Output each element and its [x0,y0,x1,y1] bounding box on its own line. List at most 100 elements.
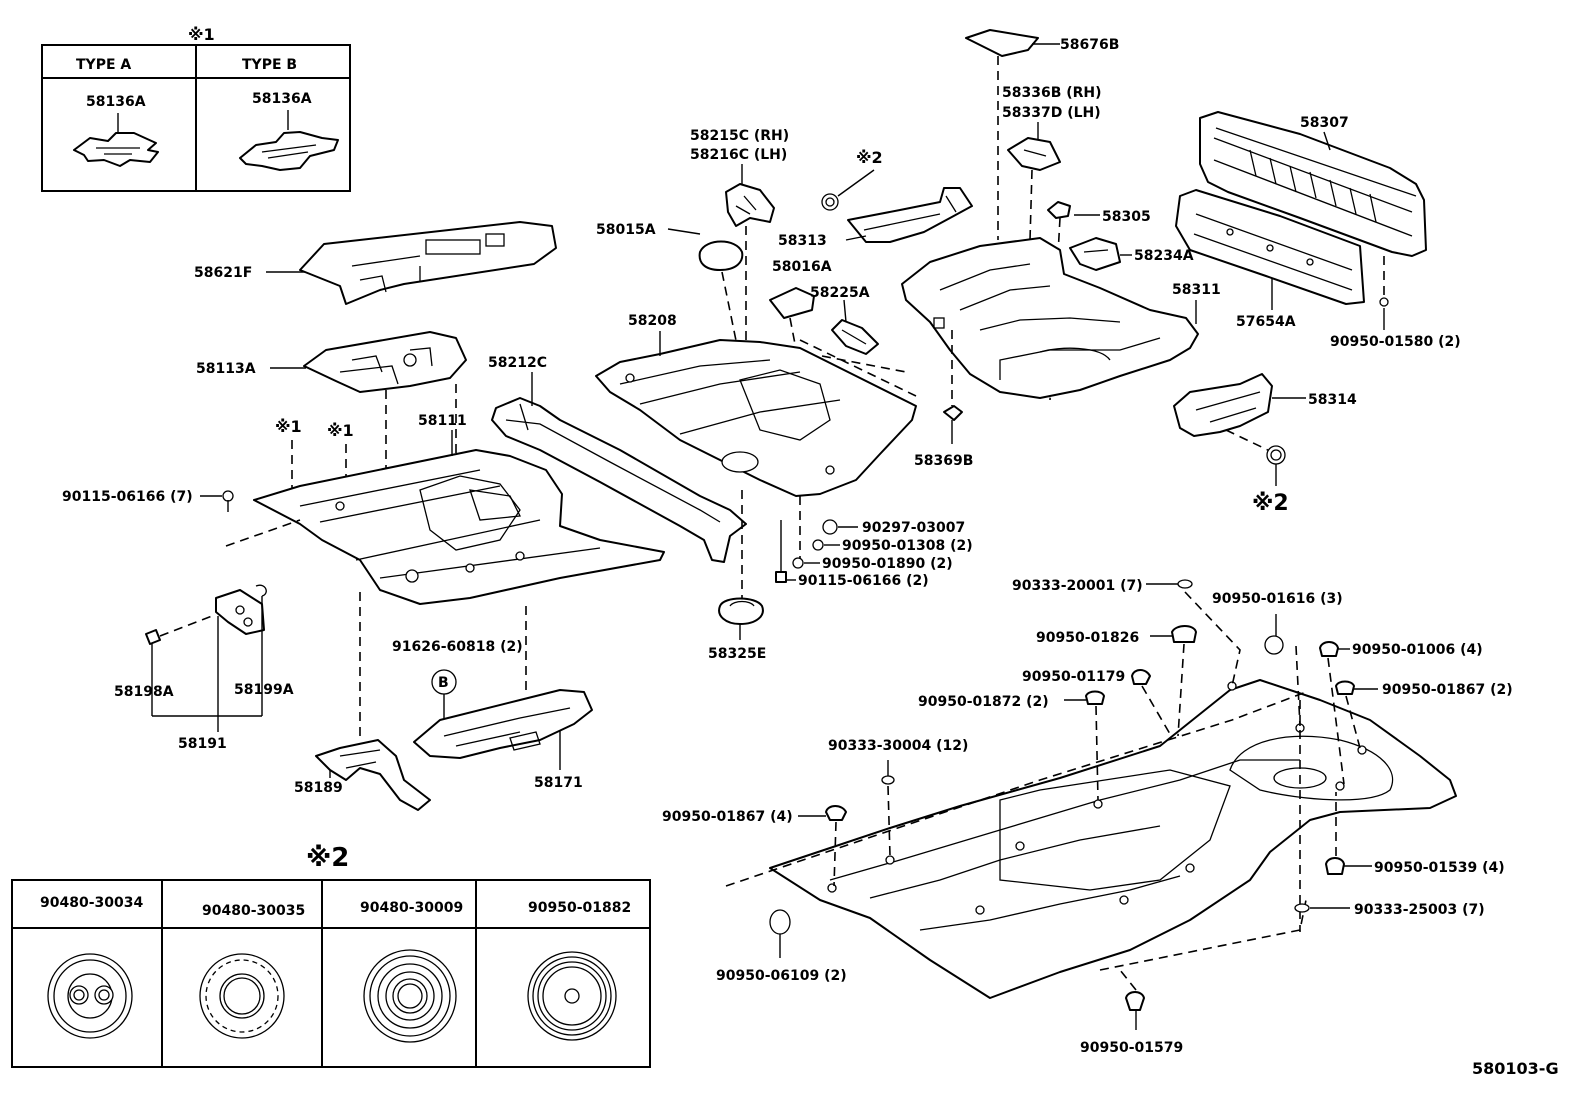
label-90115-06166-2: 90115-06166 (2) [798,573,929,589]
grommet-table-mark: ※2 [306,843,349,873]
under-cover-drawing [725,679,1457,999]
brace-58189-drawing [315,592,431,811]
label-58305: 58305 [1102,209,1151,225]
grommet-table: ※2 90480-30034 90480-30035 90480-30009 9… [11,843,651,1068]
type-a-pad-drawing [73,113,159,167]
label-90333-20001: 90333-20001 (7) [1012,578,1143,594]
label-58191: 58191 [178,736,227,752]
label-58234A: 58234A [1134,248,1194,264]
label-58208: 58208 [628,313,677,329]
floor-58208-drawing [595,331,917,600]
bracket-58225A-drawing [831,299,879,355]
ref-mark-2b: ※2 [1252,491,1289,516]
callout-b-letter: B [438,675,449,691]
label-58199A: 58199A [234,682,294,698]
label-57654A: 57654A [1236,314,1296,330]
label-90950-01539: 90950-01539 (4) [1374,860,1505,876]
bracket-58314-drawing [1173,373,1306,453]
bracket-58234A-drawing [1069,237,1132,271]
label-58216C: 58216C (LH) [690,147,787,163]
label-58189: 58189 [294,780,343,796]
grommet-3-number: 90480-30009 [360,900,463,916]
label-90333-25003: 90333-25003 (7) [1354,902,1485,918]
ref-mark-1b: ※1 [327,421,354,440]
label-90333-30004: 90333-30004 (12) [828,738,968,754]
plug-58015A-drawing [667,228,744,361]
plug-90950-01580-drawing [1379,256,1389,330]
bolt-58198A-drawing [145,629,161,650]
type-table: ※1 TYPE A TYPE B 58136A 58136A [41,25,351,192]
diagram-code: 580103-G [1472,1059,1559,1078]
insulator-58113A-drawing [270,331,467,393]
label-90950-01867-2: 90950-01867 (2) [1382,682,1513,698]
fastener-stack-drawing [775,519,858,583]
label-58325E: 58325E [708,646,766,662]
reinforcement-57654A-drawing [1175,189,1365,310]
label-90950-01826: 90950-01826 [1036,630,1139,646]
type-a-part-number: 58136A [86,94,146,110]
type-b-pad-drawing [239,110,339,171]
label-58307: 58307 [1300,115,1349,131]
rear-floor-pan-58311-drawing [901,237,1199,399]
label-58113A: 58113A [196,361,256,377]
bracket-58336B-drawing [1007,122,1061,241]
grommet-1-number: 90480-30034 [40,895,143,911]
label-58015A: 58015A [596,222,656,238]
insulator-58621F-drawing [266,221,557,305]
label-58225A: 58225A [810,285,870,301]
label-58311: 58311 [1172,282,1221,298]
label-58215C: 58215C (RH) [690,128,789,144]
grommet-ref-2a-drawing [821,169,875,211]
label-58111: 58111 [418,413,467,429]
grommet-ref-2b-drawing [1266,445,1286,486]
pad-58016A-drawing [769,287,815,371]
member-58313-drawing [845,187,973,243]
bracket-58215C-drawing [725,164,775,360]
label-58336B: 58336B (RH) [1002,85,1102,101]
type-b-part-number: 58136A [252,91,312,107]
label-90950-01890: 90950-01890 (2) [822,556,953,572]
label-58337D: 58337D (LH) [1002,105,1101,121]
label-58016A: 58016A [772,259,832,275]
label-58621F: 58621F [194,265,252,281]
grommet-1-drawing [47,953,133,1039]
label-90950-01179: 90950-01179 [1022,669,1125,685]
label-90950-01616: 90950-01616 (3) [1212,591,1343,607]
label-90950-01580: 90950-01580 (2) [1330,334,1461,350]
crossmember-58171-drawing [413,689,593,770]
label-58313: 58313 [778,233,827,249]
grommet-4-number: 90950-01882 [528,900,631,916]
label-90950-01872: 90950-01872 (2) [918,694,1049,710]
panel-58307-drawing [1199,111,1427,257]
grommet-4-drawing [527,951,617,1041]
grommet-2-drawing [199,953,285,1039]
pad-58676B-drawing [965,29,1060,240]
type-b-heading: TYPE B [242,57,297,73]
type-a-heading: TYPE A [76,57,131,73]
label-58314: 58314 [1308,392,1357,408]
bracket-58199A-drawing [151,584,267,732]
label-58212C: 58212C [488,355,547,371]
label-90297-03007: 90297-03007 [862,520,965,536]
ref-mark-1a: ※1 [275,417,302,436]
label-91626-60818: 91626-60818 (2) [392,639,523,655]
under-cover-fasteners-drawing [769,579,1378,1030]
floor-pan-58111-drawing [253,430,665,605]
label-90950-01579: 90950-01579 [1080,1040,1183,1056]
bolt-90115-06166-7-drawing [200,490,301,547]
label-90950-01308: 90950-01308 (2) [842,538,973,554]
label-58369B: 58369B [914,453,973,469]
plug-58325E-drawing [718,597,764,640]
member-58212C-drawing [491,372,747,563]
label-90115-06166-7: 90115-06166 (7) [62,489,193,505]
label-58171: 58171 [534,775,583,791]
label-90950-06109: 90950-06109 (2) [716,968,847,984]
label-58676B: 58676B [1060,37,1119,53]
ref-mark-2a: ※2 [856,148,883,167]
callout-b: B [431,669,457,724]
label-90950-01867-4: 90950-01867 (4) [662,809,793,825]
type-table-mark: ※1 [188,25,215,44]
grommet-table-frame [11,879,651,1068]
grommet-2-number: 90480-30035 [202,903,305,919]
